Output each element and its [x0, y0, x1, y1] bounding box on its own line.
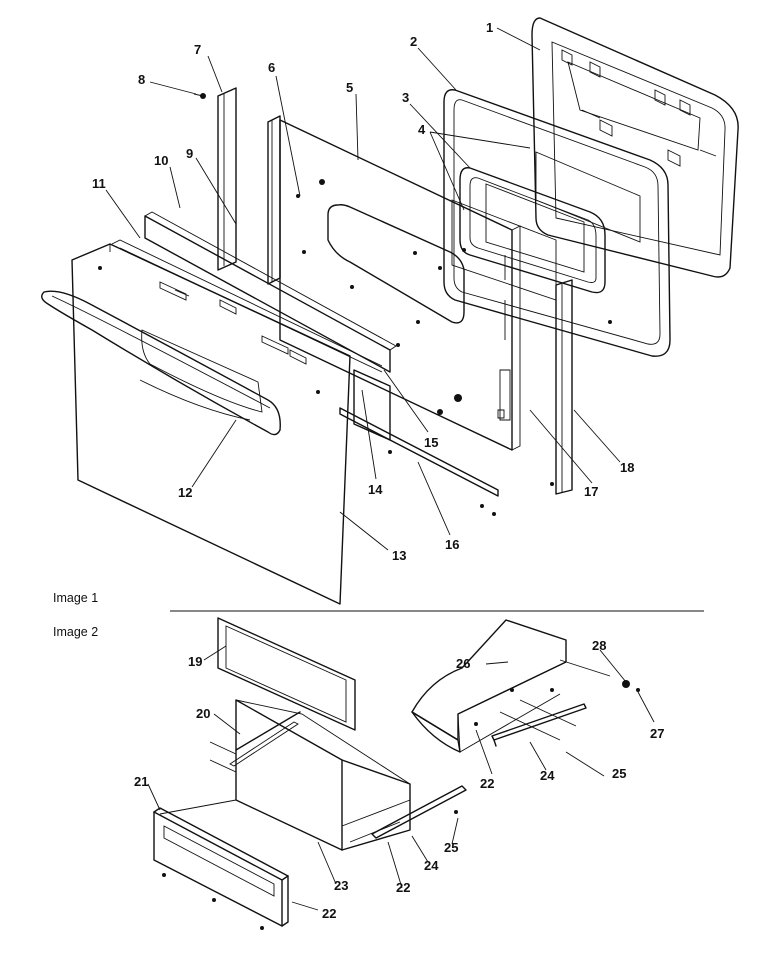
part-11-control-bracket	[111, 211, 397, 373]
part-21-drawer-front	[153, 799, 289, 930]
part-19-drawer-back	[217, 617, 356, 731]
callout-10: 10	[154, 153, 168, 168]
callout-18: 18	[620, 460, 634, 475]
part-16-bottom-rail	[339, 407, 499, 516]
callout-13: 13	[392, 548, 406, 563]
part-3-window-pack	[451, 151, 641, 301]
callout-12: 12	[178, 485, 192, 500]
part-18-hinge-channel	[550, 279, 573, 495]
part-13-outer-door-panel	[71, 243, 351, 605]
callout-16: 16	[445, 537, 459, 552]
callout-7: 7	[194, 42, 201, 57]
drawer-body	[209, 699, 411, 851]
callout-6a: 6	[268, 60, 275, 75]
callout-24a: 24	[424, 858, 439, 873]
screws	[296, 194, 612, 415]
callout-26: 26	[456, 656, 470, 671]
oven-door-assembly: 1 2 3 4 5 6 8 7 9 10 11 12 13 14 15 16 1…	[41, 17, 739, 605]
section-label-image-1: Image 1	[53, 591, 98, 605]
part-1-door-liner	[531, 17, 739, 278]
callout-17: 17	[584, 484, 598, 499]
callout-8: 8	[138, 72, 145, 87]
part-2-door-gasket	[443, 89, 671, 357]
callout-9: 9	[186, 146, 193, 161]
callout-27: 27	[650, 726, 664, 741]
callout-5: 5	[346, 80, 353, 95]
callout-15: 15	[424, 435, 438, 450]
callout-21: 21	[134, 774, 148, 789]
callout-19: 19	[188, 654, 202, 669]
callout-28: 28	[592, 638, 606, 653]
leader-lines	[105, 27, 621, 551]
part-26-side-panel	[411, 619, 611, 753]
part-24-right-slide	[491, 703, 587, 747]
callout-1: 1	[486, 20, 493, 35]
part-7-hinge-channel	[193, 87, 237, 271]
section-label-image-2: Image 2	[53, 625, 98, 639]
callout-11: 11	[92, 176, 106, 191]
callout-22b: 22	[396, 880, 410, 895]
callout-23: 23	[334, 878, 348, 893]
callouts-image-2: 19 20 21 22 23 22 24 25 26 28 27 22 24 2…	[134, 638, 664, 921]
part-5-inner-door-panel	[279, 119, 521, 451]
callout-22c: 22	[480, 776, 494, 791]
part-14-baffle	[353, 369, 391, 441]
callout-25b: 25	[612, 766, 626, 781]
callout-14: 14	[368, 482, 383, 497]
storage-drawer-assembly: 19 20 21 22 23 22 24 25 26 28 27 22 24 2…	[134, 617, 664, 930]
callout-20: 20	[196, 706, 210, 721]
callout-25a: 25	[444, 840, 458, 855]
leader-lines-image-2	[147, 645, 655, 911]
callout-24b: 24	[540, 768, 555, 783]
callout-2: 2	[410, 34, 417, 49]
callout-4: 4	[418, 122, 426, 137]
part-28-knob	[622, 680, 640, 692]
part-6-side-rail	[267, 115, 281, 285]
callouts-image-1: 1 2 3 4 5 6 8 7 9 10 11 12 13 14 15 16 1…	[92, 20, 634, 563]
callout-22a: 22	[322, 906, 336, 921]
part-12-door-handle	[41, 290, 281, 436]
callout-3: 3	[402, 90, 409, 105]
part-24-drawer-slide	[371, 785, 467, 839]
